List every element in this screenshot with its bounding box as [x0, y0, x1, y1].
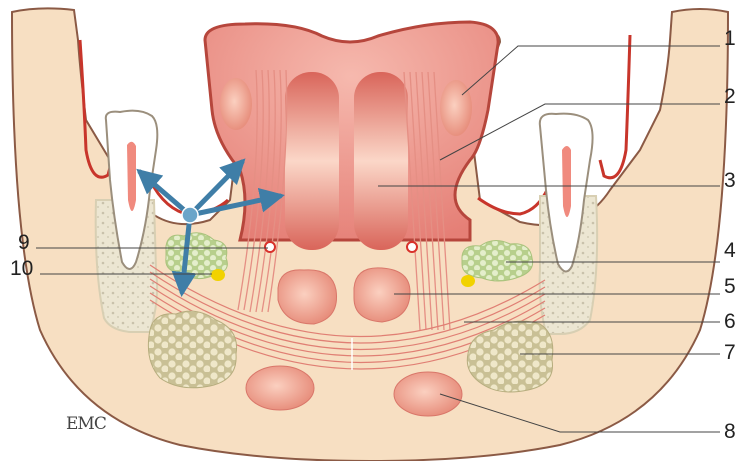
label-3: 3 — [724, 170, 736, 191]
lingual-vessel-left — [265, 242, 275, 252]
central-column-right — [354, 72, 408, 250]
label-5: 5 — [724, 276, 736, 297]
label-10: 10 — [10, 258, 33, 279]
publisher-logo: EMC — [66, 414, 106, 434]
genial-muscle-right — [354, 268, 410, 322]
tooth-right-pulp — [562, 146, 571, 217]
label-4: 4 — [724, 240, 736, 261]
label-1: 1 — [724, 28, 736, 49]
nerve-dot-right — [461, 275, 475, 287]
label-7: 7 — [724, 342, 736, 363]
tooth-left-pulp — [127, 142, 136, 211]
gland-right — [462, 240, 533, 281]
digastric-anterior-right — [394, 372, 462, 416]
label-2: 2 — [724, 86, 736, 107]
digastric-anterior-left — [246, 366, 314, 410]
label-8: 8 — [724, 421, 736, 442]
label-9: 9 — [18, 232, 30, 253]
label-6: 6 — [724, 311, 736, 332]
arrow-origin — [182, 207, 198, 223]
nerve-dot-left — [211, 269, 225, 281]
tongue-lateral-lobe-left — [220, 78, 252, 130]
tongue-lateral-lobe-right — [440, 80, 472, 136]
lingual-vessel-right — [407, 242, 417, 252]
genial-muscle-left — [278, 270, 337, 324]
mucosa-line-right — [600, 35, 630, 178]
central-column-left — [285, 72, 339, 250]
